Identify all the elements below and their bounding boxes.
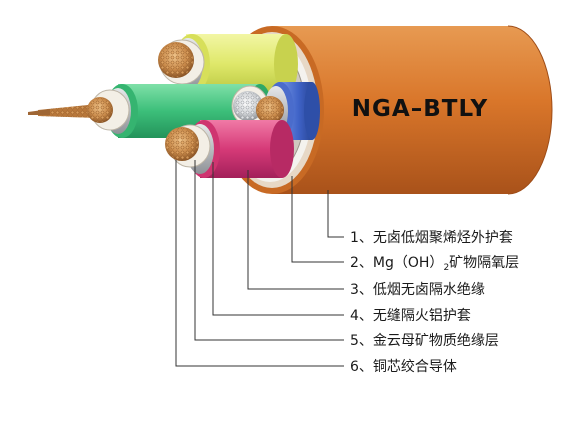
legend-item-2: 2、Mg（OH）2矿物隔氧层 bbox=[350, 255, 519, 273]
legend-item-5: 5、金云母矿物质绝缘层 bbox=[350, 333, 499, 349]
leader-line-3 bbox=[247, 170, 344, 290]
leader-line-1 bbox=[327, 190, 344, 238]
legend-item-1: 1、无卤低烟聚烯烃外护套 bbox=[350, 230, 513, 246]
leader-line-5 bbox=[194, 160, 344, 341]
core-center-aluminum bbox=[231, 85, 284, 127]
leader-line-4 bbox=[212, 162, 344, 316]
legend: 1、无卤低烟聚烯烃外护套 2、Mg（OH）2矿物隔氧层 3、低烟无卤隔水绝缘 4… bbox=[350, 230, 519, 375]
leader-line-6 bbox=[175, 160, 344, 367]
core-pink bbox=[165, 120, 294, 178]
leader-lines bbox=[175, 160, 344, 367]
legend-item-6: 6、铜芯绞合导体 bbox=[350, 358, 457, 375]
core-yellow bbox=[158, 34, 298, 94]
legend-item-3: 3、低烟无卤隔水绝缘 bbox=[350, 282, 485, 298]
legend-item-4: 4、无缝隔火铝护套 bbox=[350, 308, 471, 324]
cable-model-label: NGA–BTLY bbox=[352, 96, 488, 122]
leader-line-2 bbox=[291, 176, 344, 263]
